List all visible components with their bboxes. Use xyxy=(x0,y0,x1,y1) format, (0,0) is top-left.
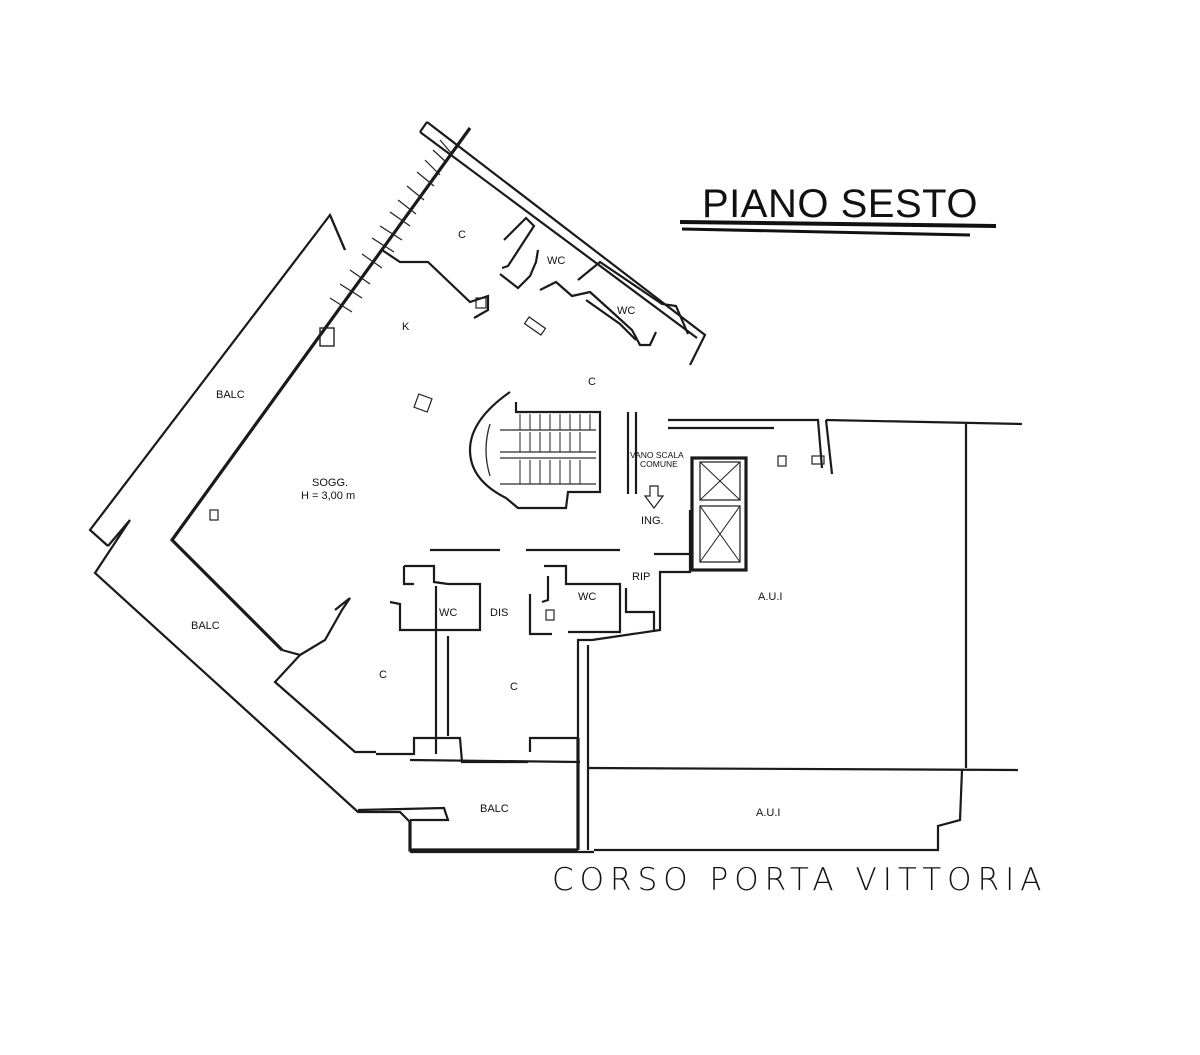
fixtures xyxy=(209,393,433,521)
room-label-c-mid: C xyxy=(588,376,596,388)
room-label-wc-4: WC xyxy=(578,591,596,603)
outer-walls xyxy=(88,121,707,823)
room-label-balc-bottom: BALC xyxy=(480,803,509,815)
plan-title-text: PIANO SESTO xyxy=(702,182,978,226)
room-label-sogg-height: H = 3,00 m xyxy=(301,490,355,502)
room-label-aui-right: A.U.I xyxy=(758,591,782,603)
room-label-aui-bottom: A.U.I xyxy=(756,807,780,819)
room-label-ing: ING. xyxy=(641,515,664,527)
facade-openings xyxy=(319,139,453,347)
room-label-balc-left-bottom: BALC xyxy=(191,620,220,632)
room-label-wc-1: WC xyxy=(547,255,565,267)
central-walls xyxy=(376,418,825,764)
right-units xyxy=(576,418,1023,852)
room-label-dis: DIS xyxy=(490,607,508,619)
room-label-sogg: SOGG. xyxy=(312,477,348,489)
room-label-wc-3: WC xyxy=(439,607,457,619)
room-label-wc-2: WC xyxy=(617,305,635,317)
plan-title: PIANO SESTO xyxy=(679,182,997,237)
room-label-c-top: C xyxy=(458,229,466,241)
room-label-k: K xyxy=(402,321,410,333)
room-labels: C WC WC K C BALC SOGG. H = 3,00 m VANO S… xyxy=(191,229,782,819)
room-label-balc-left-top: BALC xyxy=(216,389,245,401)
room-label-c-low-left: C xyxy=(379,669,387,681)
bottom-balcony xyxy=(357,806,594,854)
elevator-icon xyxy=(690,456,748,572)
top-rooms xyxy=(381,216,690,347)
entry-arrow-icon xyxy=(643,485,665,509)
room-label-comune: COMUNE xyxy=(640,459,678,469)
room-label-rip: RIP xyxy=(632,571,650,583)
room-label-c-low-right: C xyxy=(510,681,518,693)
room-label-vano-scala: VANO SCALA xyxy=(630,450,684,460)
street-name: CORSO PORTA VITTORIA xyxy=(552,862,1047,898)
title-underline xyxy=(679,220,997,228)
stairs-icon xyxy=(468,391,638,510)
